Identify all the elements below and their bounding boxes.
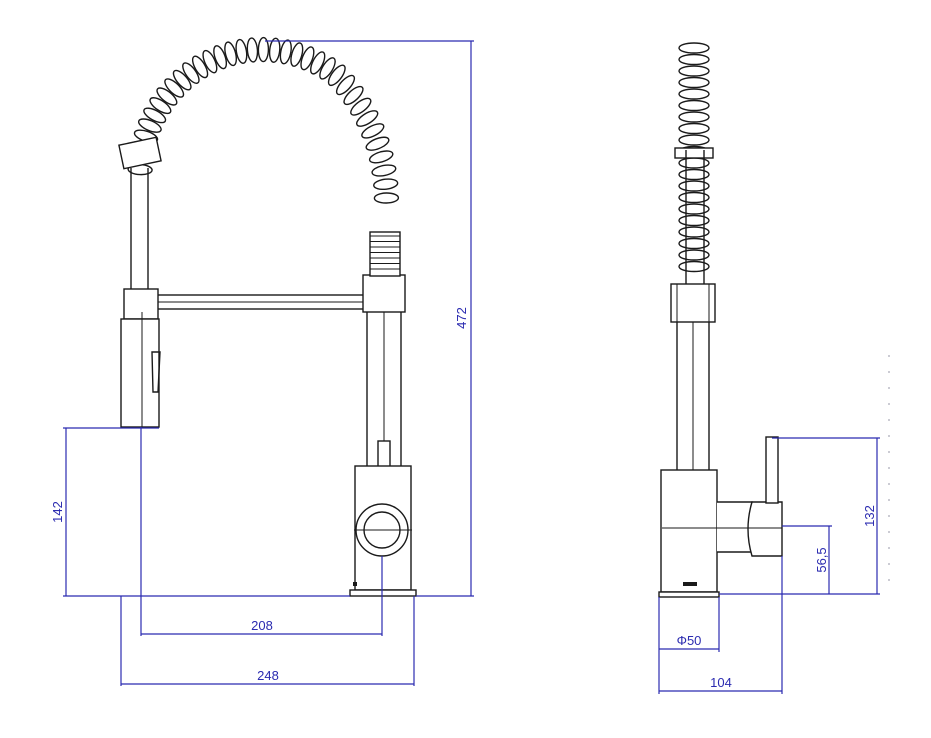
side-spring-ring <box>678 76 710 89</box>
side-spring-ring <box>678 53 710 66</box>
spring-ring <box>213 45 228 70</box>
spring-ring <box>224 41 238 67</box>
spring-ring <box>365 136 390 151</box>
side-spring-ring <box>678 168 710 181</box>
spring-ring <box>310 51 326 75</box>
side-spring-ring <box>678 214 710 227</box>
side-body <box>660 469 718 593</box>
front-dimensions: 472 142 208 248 <box>50 40 474 686</box>
side-dimensions: 132 56,5 Φ50 104 <box>658 355 890 694</box>
dim-565-label: 56,5 <box>814 547 829 572</box>
side-lever <box>765 436 779 504</box>
side-spring-ring <box>678 134 710 146</box>
side-spring-ring <box>678 65 710 77</box>
side-spring-ring <box>678 180 710 192</box>
spring-ring <box>371 164 397 177</box>
side-spring-ring <box>678 122 710 135</box>
side-spring-ring <box>678 203 710 215</box>
spring-base-rings <box>370 235 400 270</box>
spring-ring <box>350 97 372 116</box>
spring-ring <box>191 55 209 79</box>
front-view <box>118 36 417 597</box>
side-spring-cap <box>674 147 714 159</box>
spring-ring <box>246 37 259 63</box>
spring-ring <box>268 37 281 63</box>
spring-ring <box>373 178 399 191</box>
side-collar <box>670 283 716 323</box>
dim-248-label: 248 <box>257 668 279 683</box>
spring-ring <box>327 64 346 87</box>
spring-ring <box>300 46 315 71</box>
spray-connector <box>118 136 162 170</box>
side-spring-ring <box>678 99 710 112</box>
dim-142-label: 142 <box>50 501 65 523</box>
body-marker <box>353 582 357 586</box>
spring-ring <box>164 78 185 98</box>
spring-ring <box>235 38 248 64</box>
side-view <box>658 42 783 598</box>
dim-132-label: 132 <box>862 505 877 527</box>
spring-ring <box>257 36 270 63</box>
side-spring-ring <box>678 249 710 261</box>
spring-ring <box>149 97 172 115</box>
side-spring-coil <box>674 42 714 273</box>
spring-ring <box>373 192 400 204</box>
spray-trigger <box>151 351 161 393</box>
dim-104-label: 104 <box>710 675 732 690</box>
spring-ring <box>156 87 178 106</box>
spring-ring <box>279 39 292 65</box>
spring-ring <box>343 85 364 106</box>
spring-ring <box>368 150 394 164</box>
spring-ring <box>137 118 162 133</box>
side-handle-neck <box>717 501 753 553</box>
left-bracket <box>123 288 159 320</box>
spring-ring <box>319 57 336 80</box>
side-spring-ring <box>678 42 710 54</box>
spring-ring <box>335 74 356 96</box>
base-plate <box>349 589 417 597</box>
side-spring-ring <box>678 191 710 204</box>
dim-208-label: 208 <box>251 618 273 633</box>
side-base-plate <box>658 591 720 598</box>
side-spring-ring <box>678 260 710 273</box>
spring-ring <box>361 123 385 139</box>
right-collar <box>362 274 406 313</box>
spring-coil <box>127 36 400 204</box>
side-body-marker <box>683 582 697 586</box>
spring-ring <box>356 110 379 127</box>
spray-head <box>120 318 160 428</box>
spring-ring <box>202 49 218 74</box>
dim-472-label: 472 <box>454 307 469 329</box>
spring-ring <box>290 42 304 67</box>
side-spring-ring <box>678 226 710 238</box>
side-spring-ring <box>678 88 710 100</box>
spring-ring <box>143 107 167 124</box>
spring-ring <box>172 69 192 91</box>
side-handle-cap <box>747 501 783 557</box>
side-spring-ring <box>678 111 710 123</box>
dim-50-label: Φ50 <box>677 633 702 648</box>
spring-ring <box>182 62 200 84</box>
side-spring-ring <box>678 237 710 250</box>
